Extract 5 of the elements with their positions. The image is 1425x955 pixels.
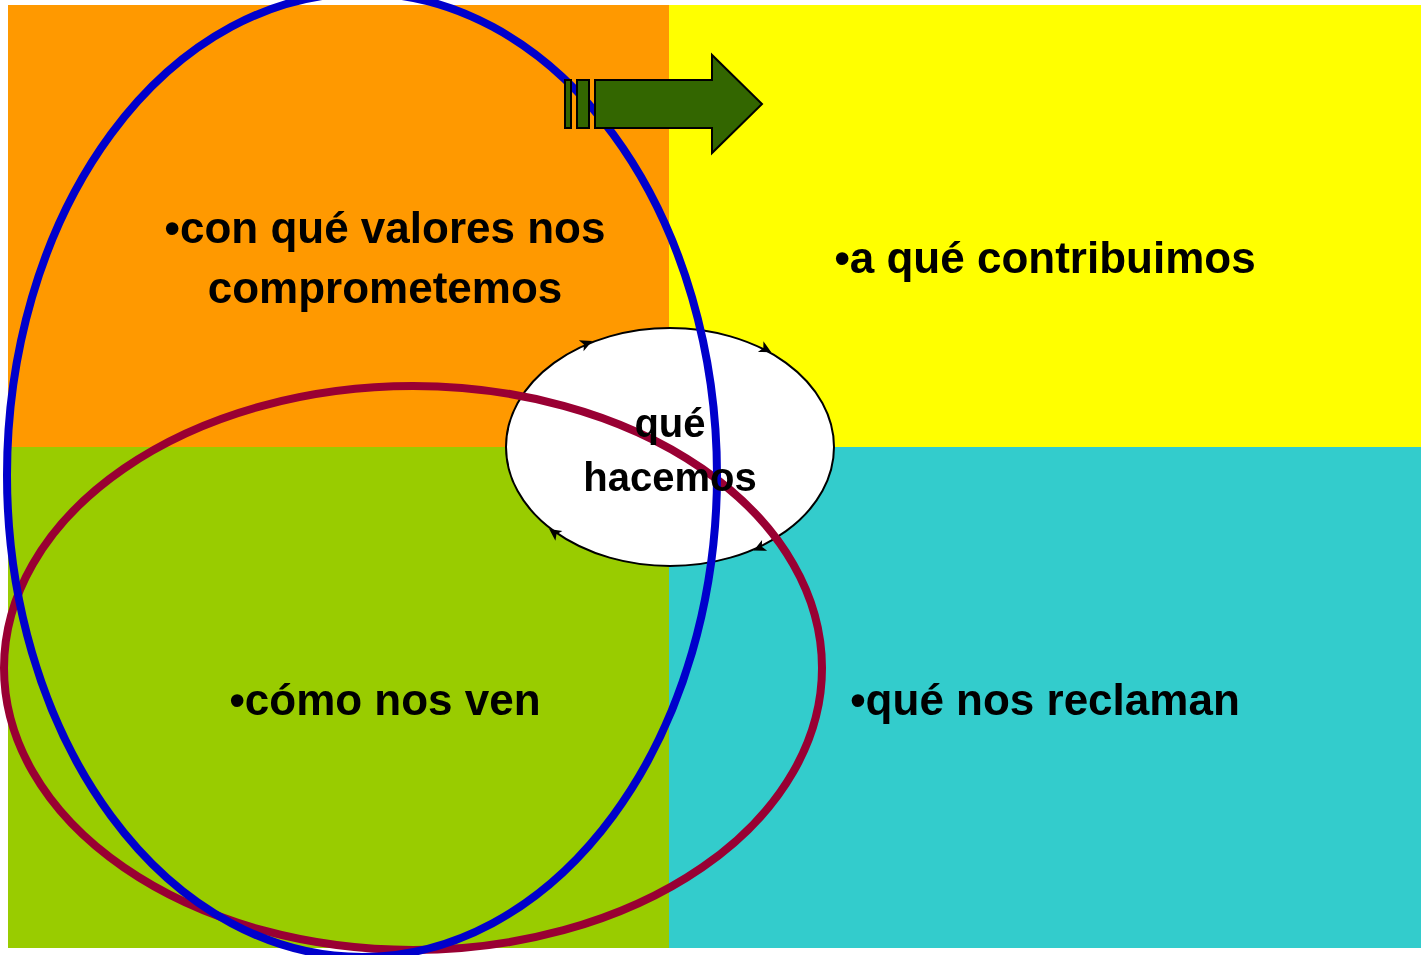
quadrant-text: •a qué contribuimos: [833, 232, 1257, 284]
quadrant-text: •qué nos reclaman: [849, 674, 1241, 726]
quadrant-text: •cómo nos ven: [228, 674, 542, 726]
quadrant-text: •con qué valores nos comprometemos: [163, 202, 607, 314]
block-arrow: [564, 52, 764, 156]
